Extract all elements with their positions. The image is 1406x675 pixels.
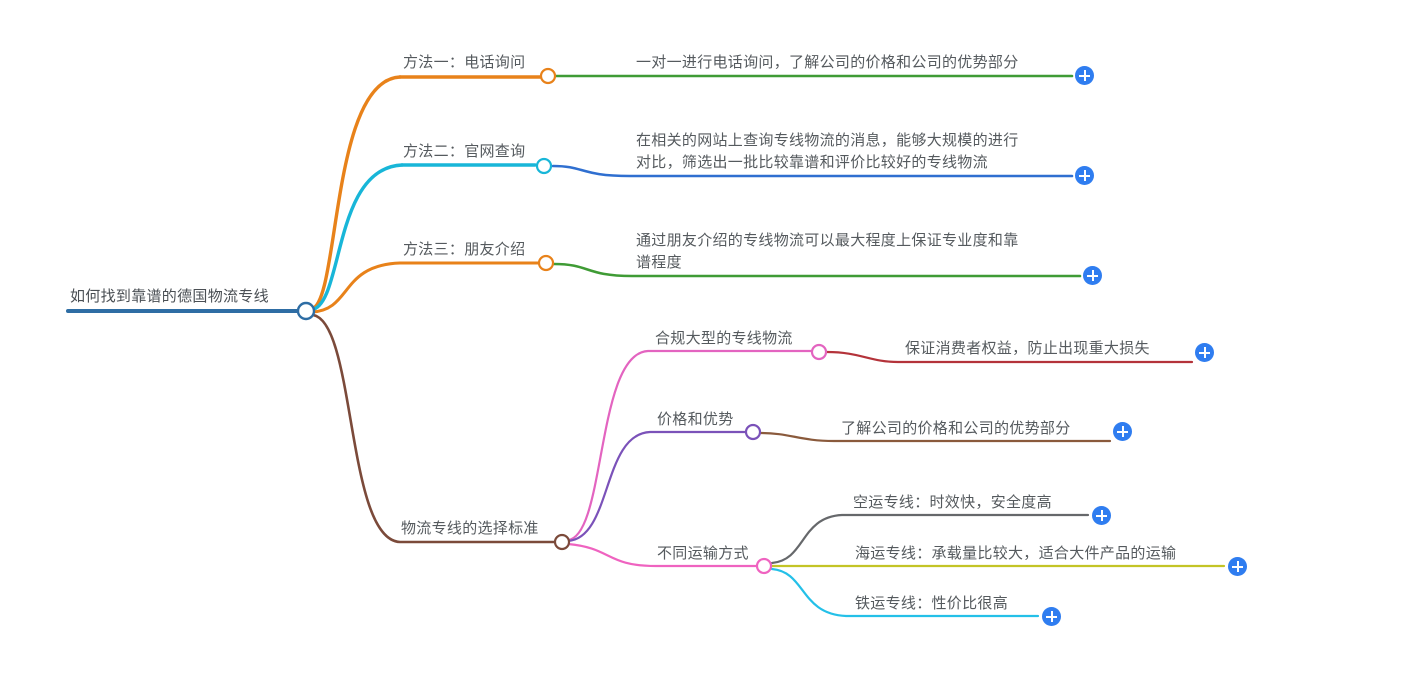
root-node-label: 如何找到靠谱的德国物流专线 [70,288,269,305]
expand-button-compliant-logistics[interactable] [1195,343,1214,362]
branch-node-method-1[interactable]: 方法一：电话询问 [403,52,525,74]
expand-button-sea-freight[interactable] [1228,557,1247,576]
child-label: 价格和优势 [657,411,734,428]
child-label: 合规大型的专线物流 [655,330,793,347]
detail-node-method-3[interactable]: 通过朋友介绍的专线物流可以最大程度上保证专业度和靠 谱程度 [636,230,1019,274]
leaf-label: 海运专线：承载量比较大，适合大件产品的运输 [855,545,1177,562]
expand-button-method-1[interactable] [1075,66,1094,85]
expand-button-method-2[interactable] [1075,166,1094,185]
leaf-node-rail-freight[interactable]: 铁运专线：性价比很高 [855,593,1008,615]
branch-label: 方法二：官网查询 [403,143,526,160]
leaf-node-air-freight[interactable]: 空运专线：时效快，安全度高 [853,492,1052,514]
detail-line: 保证消费者权益，防止出现重大损失 [905,340,1150,357]
detail-line: 通过朋友介绍的专线物流可以最大程度上保证专业度和靠 [636,232,1019,249]
child-node-compliant-logistics[interactable]: 合规大型的专线物流 [655,328,793,350]
detail-node-method-2[interactable]: 在相关的网站上查询专线物流的消息，能够大规模的进行 对比，筛选出一批比较靠谱和评… [636,130,1019,174]
detail-line: 一对一进行电话询问，了解公司的价格和公司的优势部分 [636,54,1019,71]
detail-node-compliant-logistics[interactable]: 保证消费者权益，防止出现重大损失 [905,338,1150,360]
leaf-label: 铁运专线：性价比很高 [855,595,1009,612]
detail-node-price-advantage[interactable]: 了解公司的价格和公司的优势部分 [841,418,1071,440]
detail-line: 了解公司的价格和公司的优势部分 [841,420,1071,437]
detail-line: 对比，筛选出一批比较靠谱和评价比较好的专线物流 [636,154,988,171]
detail-line: 在相关的网站上查询专线物流的消息，能够大规模的进行 [636,132,1019,149]
root-node[interactable]: 如何找到靠谱的德国物流专线 [70,286,269,308]
branch-node-method-2[interactable]: 方法二：官网查询 [403,141,525,163]
expand-button-rail-freight[interactable] [1042,607,1061,626]
expand-button-price-advantage[interactable] [1113,422,1132,441]
detail-node-method-1[interactable]: 一对一进行电话询问，了解公司的价格和公司的优势部分 [636,52,1019,74]
branch-label: 方法三：朋友介绍 [403,241,526,258]
branch-node-selection-criteria[interactable]: 物流专线的选择标准 [401,518,539,540]
branch-label: 物流专线的选择标准 [401,520,539,537]
expand-button-method-3[interactable] [1083,266,1102,285]
branch-label: 方法一：电话询问 [403,54,526,71]
expand-button-air-freight[interactable] [1092,506,1111,525]
leaf-label: 空运专线：时效快，安全度高 [853,494,1052,511]
child-node-price-advantage[interactable]: 价格和优势 [657,409,734,431]
detail-line: 谱程度 [636,254,682,271]
leaf-node-sea-freight[interactable]: 海运专线：承载量比较大，适合大件产品的运输 [855,543,1176,565]
branch-node-method-3[interactable]: 方法三：朋友介绍 [403,239,525,261]
child-node-transport-modes[interactable]: 不同运输方式 [657,543,749,565]
child-label: 不同运输方式 [657,545,749,562]
